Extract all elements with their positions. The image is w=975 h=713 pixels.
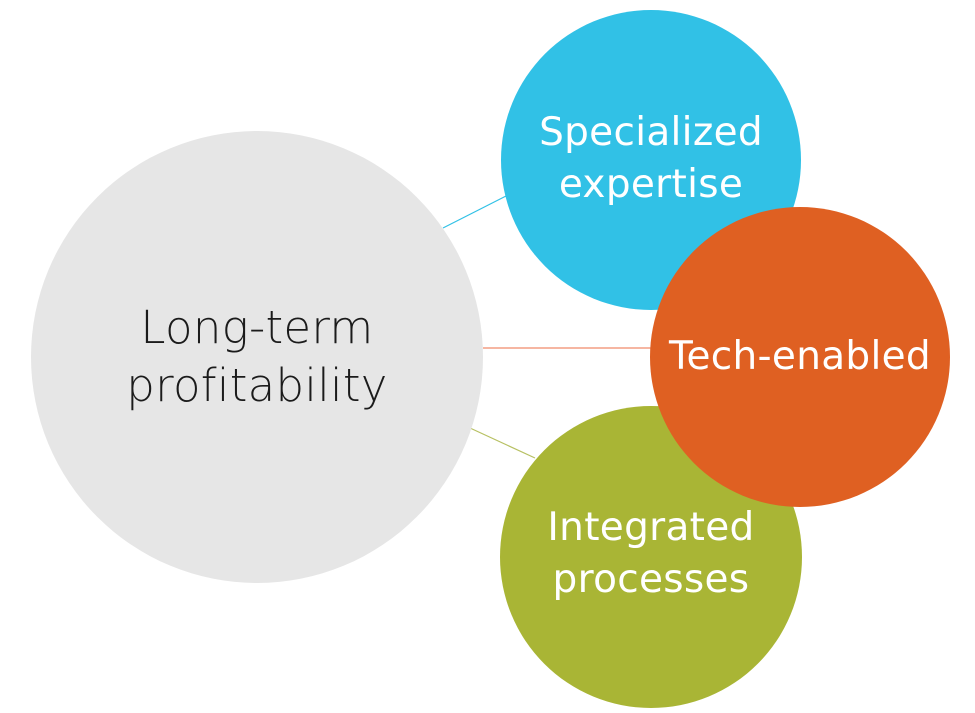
hub-label-line-2: profitability: [126, 359, 388, 412]
node-label-line-1: Specialized: [539, 110, 763, 155]
node-circle-tech-enabled: Tech-enabled: [650, 207, 950, 507]
node-label-tech-enabled: Tech-enabled: [669, 331, 931, 383]
hub-label: Long-term profitability: [126, 299, 387, 415]
connector-specialized-expertise: [442, 194, 509, 229]
hub-circle-long-term-profitability: Long-term profitability: [31, 131, 483, 583]
node-label-line-2: expertise: [558, 162, 744, 207]
node-label-line-1: Integrated: [547, 505, 755, 550]
node-label-specialized-expertise: Specialized expertise: [539, 107, 763, 211]
hub-label-line-1: Long-term: [140, 301, 374, 354]
node-label-line-1: Tech-enabled: [669, 334, 931, 379]
connector-integrated-processes: [469, 427, 536, 459]
node-label-integrated-processes: Integrated processes: [547, 502, 754, 606]
node-label-line-2: processes: [552, 557, 750, 602]
node-circle-integrated-processes: Integrated processes: [500, 406, 802, 708]
